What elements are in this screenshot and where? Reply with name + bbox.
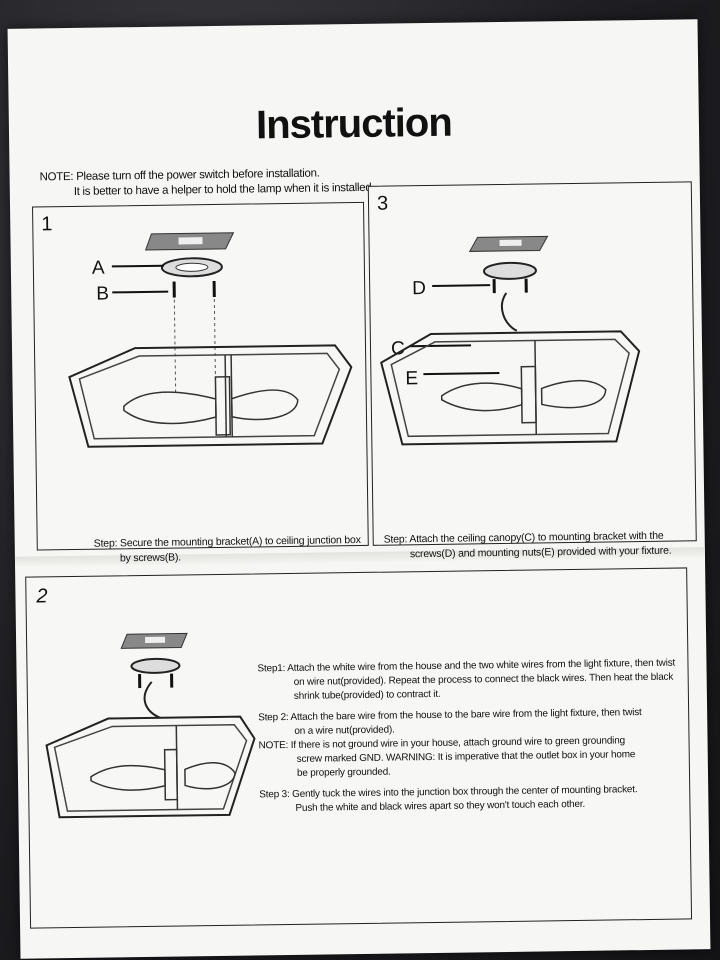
fixture-frame-inner xyxy=(53,724,248,812)
caption-line: by screws(B). xyxy=(119,551,182,565)
fixture-frame-inner xyxy=(78,352,341,440)
bulb-right xyxy=(540,379,607,409)
step-panel-2: 2 Step1: Attach the white wire from the … xyxy=(25,567,693,929)
wiring-steps: Step1: Attach the white wire from the ho… xyxy=(257,656,689,823)
instruction-sheet: Instruction NOTE: Please turn off the po… xyxy=(7,19,711,959)
caption-line: screws(D) and mounting nuts(E) provided … xyxy=(409,544,672,561)
fixture-frame-outer xyxy=(68,344,353,448)
step-3-text: Step 3: Gently tuck the wires into the j… xyxy=(259,782,689,816)
junction-box-label xyxy=(178,237,203,245)
junction-box-label xyxy=(499,239,522,247)
bulb-right xyxy=(230,389,299,421)
mounting-bracket xyxy=(130,657,181,674)
fixture-frame-outer xyxy=(45,715,256,819)
installation-note: NOTE: Please turn off the power switch b… xyxy=(40,166,375,201)
bulb-left xyxy=(123,391,217,425)
label-line-c xyxy=(408,344,472,348)
fixture-diagram-3: D C E xyxy=(380,235,641,446)
junction-box-label xyxy=(145,636,166,644)
step-panel-1: 1 A B xyxy=(32,201,369,564)
bulb-left xyxy=(440,382,523,412)
label-a: A xyxy=(92,258,105,279)
frame-bar xyxy=(230,354,234,437)
bulb-right xyxy=(184,762,236,790)
socket-post xyxy=(163,748,179,801)
label-line-e xyxy=(423,372,500,376)
frame-bar xyxy=(224,354,228,437)
wires xyxy=(501,292,518,332)
grounding-note: NOTE: If there is not ground wire in you… xyxy=(258,733,689,781)
panel-number: 2 xyxy=(36,585,48,608)
step-panel-3: 3 D C E Step: Attach the ceiling canopy(… xyxy=(367,181,697,560)
label-line-a xyxy=(111,264,164,268)
step-1-caption: Step: Secure the mounting bracket(A) to … xyxy=(94,533,364,567)
page-title: Instruction xyxy=(255,100,453,148)
fixture-frame-outer xyxy=(380,330,641,446)
label-b: B xyxy=(96,283,109,304)
socket-post xyxy=(520,365,537,424)
mounting-bracket xyxy=(482,261,537,280)
step-1-text: Step1: Attach the white wire from the ho… xyxy=(257,656,688,704)
label-line-b xyxy=(112,290,169,294)
bracket-center xyxy=(175,262,209,272)
label-line-d xyxy=(432,284,491,287)
bulb-left xyxy=(90,764,166,791)
socket-post xyxy=(214,376,231,436)
fixture-frame-inner xyxy=(390,338,630,438)
step-3-caption: Step: Attach the ceiling canopy(C) to mo… xyxy=(384,528,694,562)
wires xyxy=(143,681,161,719)
fixture-diagram-2 xyxy=(45,632,256,819)
fixture-diagram-1: A B xyxy=(68,232,353,448)
label-e: E xyxy=(405,368,418,389)
label-d: D xyxy=(412,278,426,299)
